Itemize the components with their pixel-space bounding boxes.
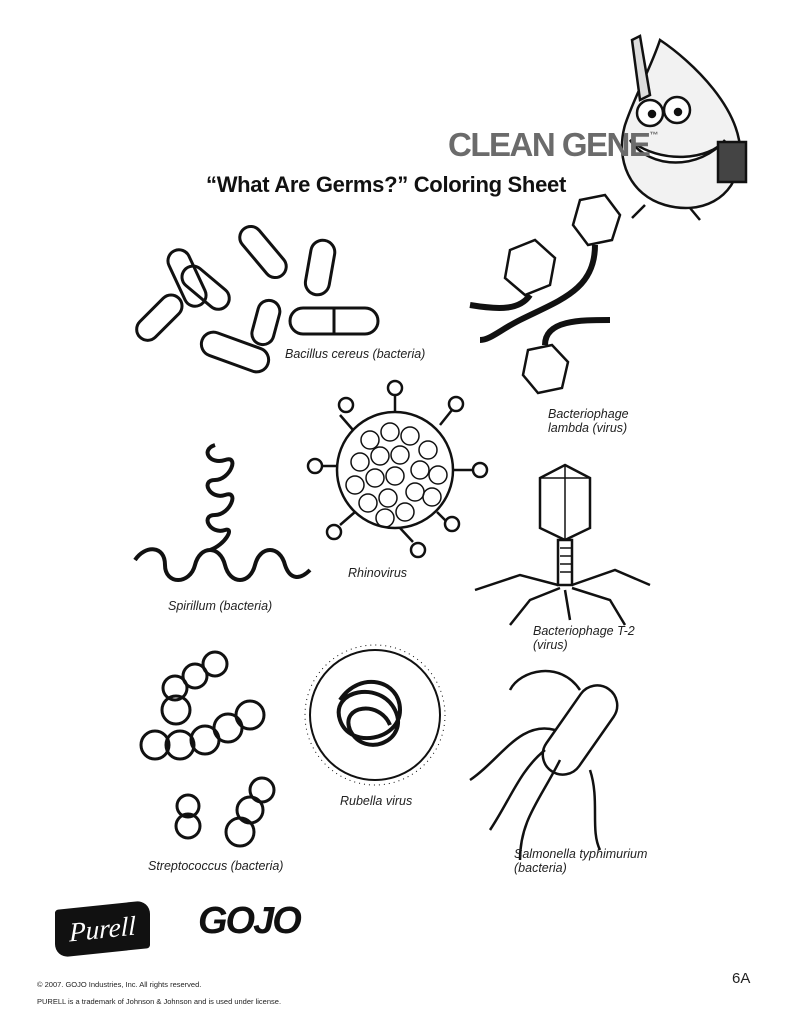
label-spirillum: Spirillum (bacteria) bbox=[168, 599, 273, 613]
label-line: lambda (virus) bbox=[548, 421, 628, 435]
label-streptococcus: Streptococcus (bacteria) bbox=[148, 859, 284, 873]
label-rhinovirus: Rhinovirus bbox=[348, 566, 408, 580]
trademark-text: PURELL is a trademark of Johnson & Johns… bbox=[37, 997, 282, 1006]
purell-logo: Purell bbox=[55, 900, 150, 958]
label-line: Salmonella typhimurium bbox=[514, 847, 648, 861]
copyright-text: © 2007. GOJO Industries, Inc. All rights… bbox=[37, 980, 202, 989]
clean-gene-brand: CLEAN GENE™ bbox=[448, 126, 659, 163]
gojo-logo: GOJO bbox=[198, 900, 302, 942]
streptococcus-illustration bbox=[139, 650, 276, 848]
bacillus-cereus-illustration bbox=[135, 224, 380, 374]
label-line: (virus) bbox=[533, 638, 568, 652]
salmonella-illustration bbox=[469, 670, 619, 861]
label-salmonella: Salmonella typhimurium(bacteria) bbox=[514, 847, 647, 875]
clean-gene-mascot bbox=[620, 34, 748, 221]
rubella-virus-illustration bbox=[304, 644, 446, 786]
rhinovirus-illustration bbox=[306, 379, 489, 559]
bacteriophage-lambda-illustration bbox=[469, 193, 622, 395]
label-rubella: Rubella virus bbox=[340, 794, 413, 808]
label-bacteriophage-t2: Bacteriophage T-2(virus) bbox=[533, 624, 635, 652]
spirillum-illustration bbox=[133, 443, 312, 582]
page-title: “What Are Germs?” Coloring Sheet bbox=[206, 172, 566, 197]
label-line: (bacteria) bbox=[514, 861, 567, 875]
label-line: Bacteriophage bbox=[548, 407, 629, 421]
page-number: 6A bbox=[732, 970, 751, 987]
label-bacillus-cereus: Bacillus cereus (bacteria) bbox=[285, 347, 426, 361]
label-line: Bacteriophage T-2 bbox=[533, 624, 635, 638]
bacteriophage-t2-illustration bbox=[474, 463, 651, 626]
